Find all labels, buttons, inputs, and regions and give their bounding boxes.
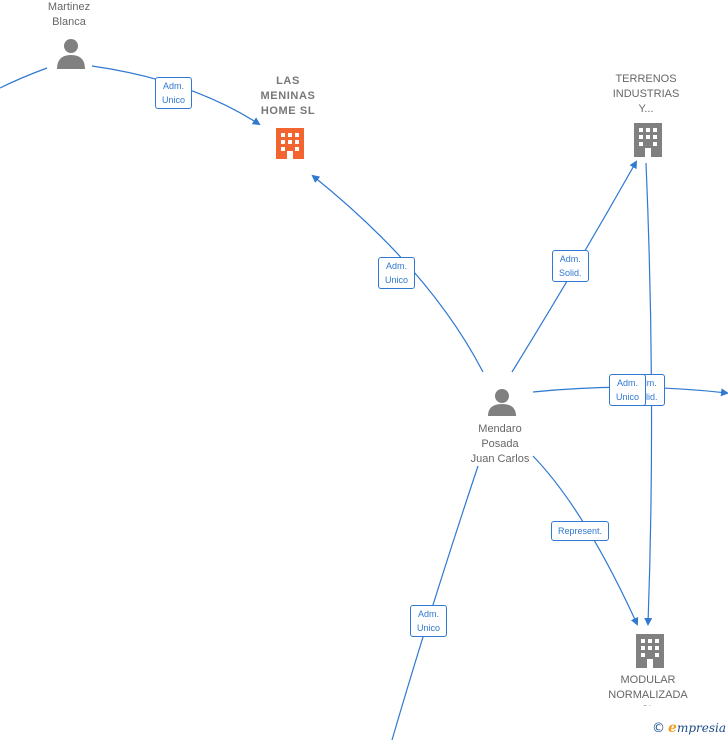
- building-icon[interactable]: [634, 123, 662, 157]
- edge-label-mendaro-bottom: Adm. Unico: [410, 605, 448, 637]
- node-label-martinez[interactable]: Martinez Blanca: [47, 1, 91, 28]
- edge-label-mendaro-terrenos: Adm. Solid.: [552, 250, 589, 282]
- copyright-symbol: ©: [652, 721, 666, 736]
- edge-label-mendaro-modular: Represent.: [551, 521, 610, 541]
- person-icon[interactable]: [488, 389, 516, 416]
- building-icon[interactable]: [636, 634, 664, 668]
- brand-first-letter: e: [668, 720, 677, 736]
- node-label-mendaro[interactable]: Mendaro Posada Juan Carlos: [470, 423, 530, 465]
- empresia-logo[interactable]: ©empresia: [652, 720, 726, 736]
- person-icon[interactable]: [57, 39, 85, 69]
- node-label-las-meninas[interactable]: LAS MENINAS HOME SL: [260, 75, 316, 117]
- edge-label-mendaro-meninas: Adm. Unico: [378, 257, 416, 289]
- edge-label-martinez-meninas: Adm. Unico: [155, 77, 193, 109]
- node-label-terrenos[interactable]: TERRENOS INDUSTRIAS Y...: [612, 73, 680, 115]
- brand-name: mpresia: [676, 721, 726, 735]
- edge-mendaro-bottom: [391, 465, 479, 740]
- edge-label-mendaro-right-unico: Adm. Unico: [609, 374, 647, 406]
- node-label-modular[interactable]: MODULAR NORMALIZADA SL: [608, 674, 688, 706]
- edge-martinez-offscreen: [0, 67, 48, 89]
- building-icon[interactable]: [276, 128, 304, 159]
